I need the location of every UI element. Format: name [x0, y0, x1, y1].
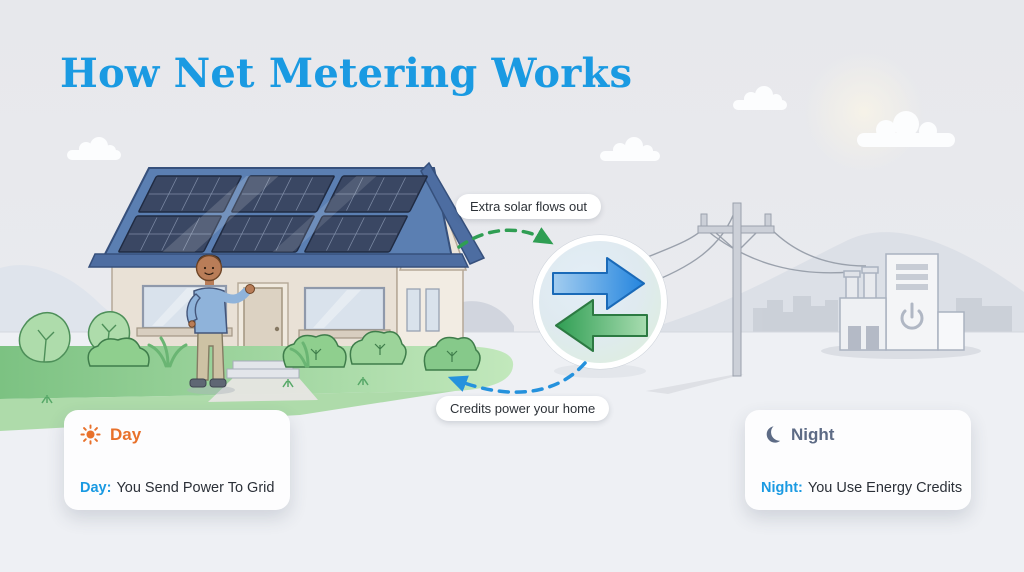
right-arm — [217, 287, 251, 304]
vent-bars — [896, 264, 928, 290]
house — [87, 161, 486, 364]
day-card-text: Day:You Send Power To Grid — [80, 480, 274, 496]
callout-flow-out: Extra solar flows out — [456, 194, 602, 219]
day-card: Day Day:You Send Power To Grid — [64, 410, 290, 510]
head — [195, 254, 223, 282]
arrow-right-icon — [552, 257, 645, 310]
window-sill — [136, 327, 233, 337]
solar-outflow-arrow — [457, 227, 554, 249]
pole-shadow — [646, 374, 744, 394]
shoe — [189, 378, 207, 388]
credits-inflow-arrow — [447, 361, 587, 394]
sweater — [193, 287, 228, 334]
energy-exchange-circle — [532, 234, 668, 370]
shoe — [209, 378, 227, 388]
side-window — [406, 288, 421, 332]
cloud-icon — [857, 111, 955, 147]
day-label: Day: — [80, 480, 112, 496]
grass-tufts — [41, 377, 369, 404]
night-card-title: Night — [791, 424, 835, 444]
night-card-header: Night — [761, 424, 957, 445]
trees — [18, 310, 131, 363]
bushes — [87, 330, 481, 371]
night-card-text: Night:You Use Energy Credits — [761, 480, 962, 496]
door-knob — [274, 326, 280, 332]
day-card-header: Day — [80, 424, 276, 445]
person — [186, 254, 255, 395]
power-icon — [900, 302, 924, 330]
roof-gable-edge — [420, 161, 486, 265]
utility-pole — [697, 202, 775, 377]
arrow-left-icon — [555, 299, 648, 352]
solar-panel-array — [117, 175, 429, 253]
roof-eave — [87, 253, 470, 268]
day-card-title: Day — [110, 424, 142, 444]
power-station — [839, 253, 965, 351]
cloud-icon — [67, 137, 121, 160]
spiky-plants — [147, 336, 310, 368]
night-label: Night: — [761, 480, 803, 496]
night-description: You Use Energy Credits — [807, 480, 963, 496]
clouds — [67, 86, 955, 161]
circle-shadow — [554, 364, 646, 378]
door-steps — [226, 368, 300, 379]
page-title: How Net Metering Works — [60, 50, 633, 97]
moon-icon — [766, 426, 781, 443]
left-arm — [186, 293, 201, 324]
cloud-icon — [600, 137, 660, 161]
night-card: Night Night:You Use Energy Credits — [745, 410, 971, 510]
side-window — [425, 288, 440, 332]
callout-credits-home: Credits power your home — [436, 396, 610, 421]
cloud-icon — [733, 86, 787, 110]
sun-icon — [80, 424, 101, 445]
day-description: You Send Power To Grid — [116, 480, 275, 496]
